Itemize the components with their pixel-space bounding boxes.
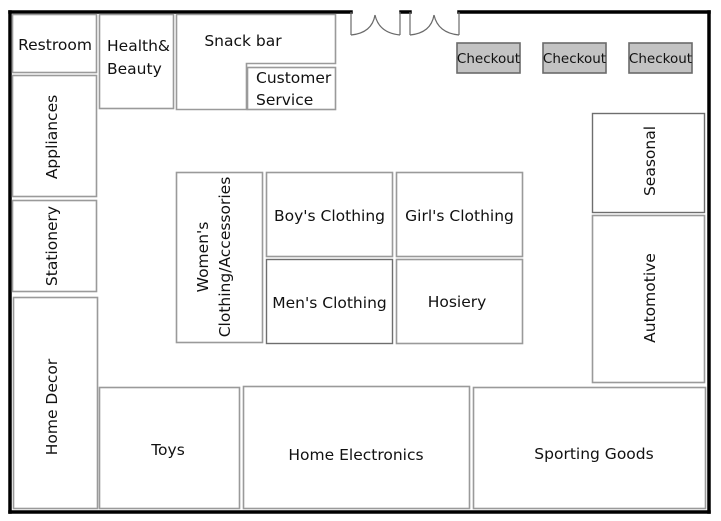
dept-area — [175, 171, 264, 344]
dept-boys-clothing[interactable]: Boy's Clothing — [265, 171, 394, 258]
checkout-counter — [628, 42, 693, 74]
checkout-label: Checkout — [457, 51, 520, 67]
checkout-lane-2[interactable]: Checkout — [542, 42, 607, 74]
dept-label: Seasonal — [641, 126, 659, 196]
dept-label-line-2: Beauty — [107, 60, 162, 78]
dept-area — [11, 199, 98, 293]
dept-area — [265, 258, 394, 345]
dept-label: Boy's Clothing — [274, 207, 385, 225]
dept-hosiery[interactable]: Hosiery — [395, 258, 524, 345]
dept-home-electronics[interactable]: Home Electronics — [242, 385, 471, 510]
checkout-label: Checkout — [629, 51, 692, 67]
dept-label: Stationery — [43, 206, 61, 286]
dept-area — [98, 386, 241, 510]
dept-seasonal[interactable]: Seasonal — [591, 112, 706, 214]
dept-label: Appliances — [43, 95, 61, 179]
dept-stationery[interactable]: Stationery — [11, 199, 98, 293]
dept-health-beauty[interactable]: Health& Beauty — [98, 13, 175, 110]
dept-label: Sporting Goods — [534, 445, 653, 463]
dept-label: Home Decor — [43, 358, 61, 455]
dept-label: Men's Clothing — [272, 294, 386, 312]
checkout-lane-3[interactable]: Checkout — [628, 42, 693, 74]
door-swing-arc — [409, 14, 435, 36]
dept-area — [395, 171, 524, 258]
dept-area — [12, 296, 99, 510]
dept-area — [265, 171, 394, 258]
dept-toys[interactable]: Toys — [98, 386, 241, 510]
dept-mens-clothing[interactable]: Men's Clothing — [265, 258, 394, 345]
dept-sporting-goods[interactable]: Sporting Goods — [472, 386, 707, 510]
dept-restroom[interactable]: Restroom — [11, 13, 98, 74]
checkout-label: Checkout — [543, 51, 606, 67]
dept-snack-bar[interactable]: Snack bar — [175, 13, 337, 111]
dept-automotive[interactable]: Automotive — [591, 214, 706, 384]
dept-label: Home Electronics — [288, 446, 423, 464]
dept-area — [246, 66, 337, 111]
dept-area — [242, 385, 471, 510]
dept-area — [591, 112, 706, 214]
dept-area — [472, 386, 707, 510]
dept-girls-clothing[interactable]: Girl's Clothing — [395, 171, 524, 258]
dept-area — [591, 214, 706, 384]
dept-area — [395, 258, 524, 345]
dept-label: Hosiery — [428, 293, 487, 311]
entrance-door-right[interactable] — [409, 12, 460, 36]
dept-label-line-2: Service — [256, 91, 313, 109]
door-swing-arc — [350, 14, 376, 36]
door-swing-arc — [374, 14, 401, 36]
dept-appliances[interactable]: Appliances — [11, 74, 98, 198]
outer-walls — [8, 10, 711, 514]
dept-area — [11, 74, 98, 198]
dept-area — [98, 13, 175, 110]
dept-label: Snack bar — [204, 32, 282, 50]
dept-home-decor[interactable]: Home Decor — [12, 296, 99, 510]
door-swing-arc — [433, 14, 460, 36]
dept-label-line-1: Health& — [107, 37, 170, 55]
dept-womens-clothing-accessories[interactable]: Women's Clothing/Accessories — [175, 171, 264, 344]
dept-label-line-1: Customer — [256, 69, 332, 87]
dept-customer-service[interactable]: Customer Service — [246, 66, 337, 111]
dept-label: Automotive — [641, 253, 659, 343]
dept-area — [11, 13, 98, 74]
dept-label: Toys — [150, 441, 185, 459]
dept-label-line-1: Women's — [194, 222, 212, 293]
checkout-counter — [456, 42, 521, 74]
dept-label-line-2: Clothing/Accessories — [216, 177, 234, 338]
dept-area — [175, 13, 337, 111]
checkout-counter — [542, 42, 607, 74]
dept-label: Girl's Clothing — [405, 207, 514, 225]
entrance-door-left[interactable] — [350, 12, 401, 36]
checkout-lane-1[interactable]: Checkout — [456, 42, 521, 74]
dept-label: Restroom — [18, 36, 92, 54]
